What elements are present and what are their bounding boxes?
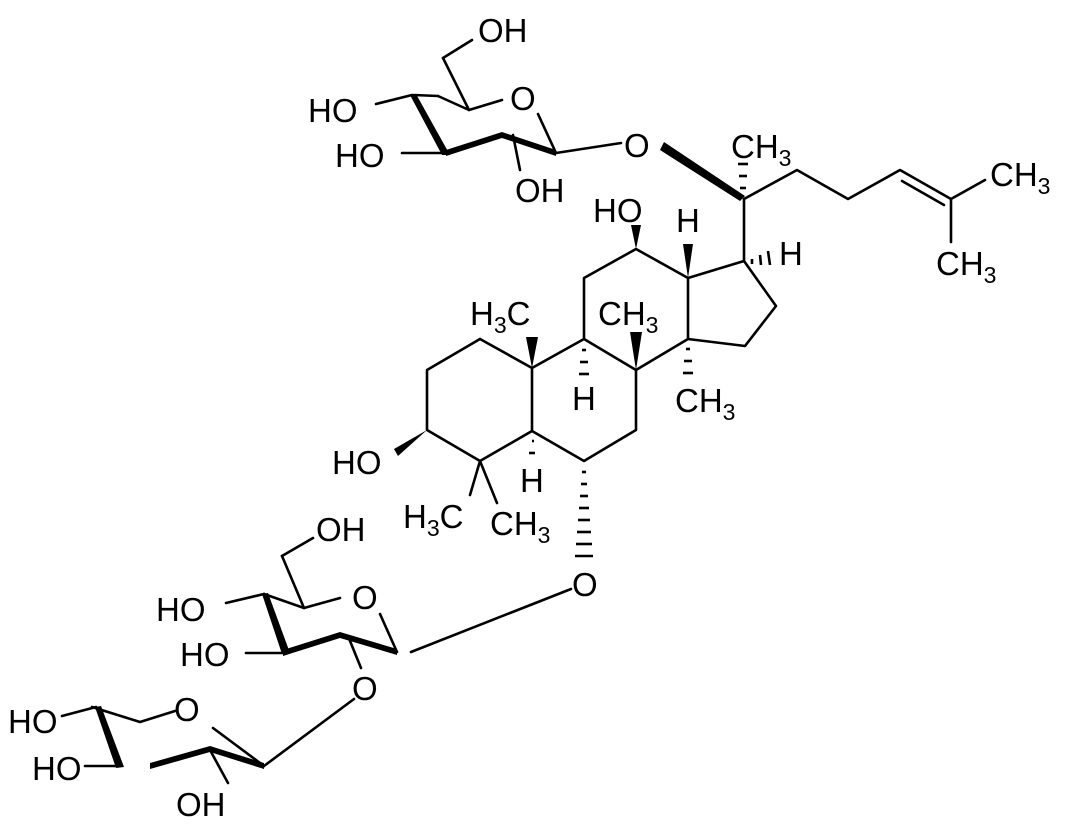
c5-hydrogen-label: H: [520, 462, 544, 499]
terminal-methyl-1-label: CH3: [990, 156, 1050, 199]
glc2-ring-oxygen-label: O: [352, 579, 378, 616]
c14-methyl-label: CH3: [675, 382, 735, 425]
c3-hydroxyl-label: HO: [332, 444, 382, 481]
xylose-ring-oxygen-label: O: [174, 691, 200, 728]
side-chain: CH3 CH3 CH3: [660, 128, 1050, 288]
glc1-oh4-label: HO: [308, 92, 358, 129]
xylose-oh3-label: HO: [32, 750, 82, 787]
glc1-oh6-label: OH: [478, 12, 528, 49]
c12-hydroxyl-label: HO: [593, 192, 643, 229]
glc1-oh2-label: OH: [515, 172, 565, 209]
terminal-methyl-2-label: CH3: [936, 245, 996, 288]
dammarane-core: HO H H H3C CH3 H CH3 HO H H3C: [332, 192, 803, 603]
c6-glycosidic-oxygen-label: O: [572, 566, 598, 603]
glc2-oh6-label: OH: [316, 511, 366, 548]
bottom-glucose-unit: OH HO HO O O: [156, 511, 573, 707]
glc1-ring-oxygen-label: O: [510, 80, 536, 117]
c4-methyl-1-label: H3C: [403, 498, 463, 541]
xylose-oh4-label: HO: [8, 703, 58, 740]
c17-hydrogen-label: H: [779, 235, 803, 272]
c13-hydrogen-label: H: [676, 202, 700, 239]
glc2-glycosidic-oxygen-label: O: [352, 670, 378, 707]
c8-methyl-label: CH3: [598, 295, 658, 338]
glc1-glycosidic-oxygen-label: O: [624, 127, 650, 164]
glc1-oh3-label: HO: [335, 137, 385, 174]
c4-methyl-2-label: CH3: [490, 505, 550, 548]
xylose-oh2-label: OH: [176, 786, 226, 823]
c10-methyl-label: H3C: [470, 295, 530, 338]
xylose-unit: HO HO OH O: [8, 691, 356, 823]
glc2-oh4-label: HO: [156, 591, 206, 628]
glc2-oh3-label: HO: [180, 636, 230, 673]
c9-hydrogen-label: H: [572, 380, 596, 417]
c20-methyl-label: CH3: [731, 128, 791, 171]
top-glucose-unit: OH HO HO OH O O: [308, 12, 650, 209]
